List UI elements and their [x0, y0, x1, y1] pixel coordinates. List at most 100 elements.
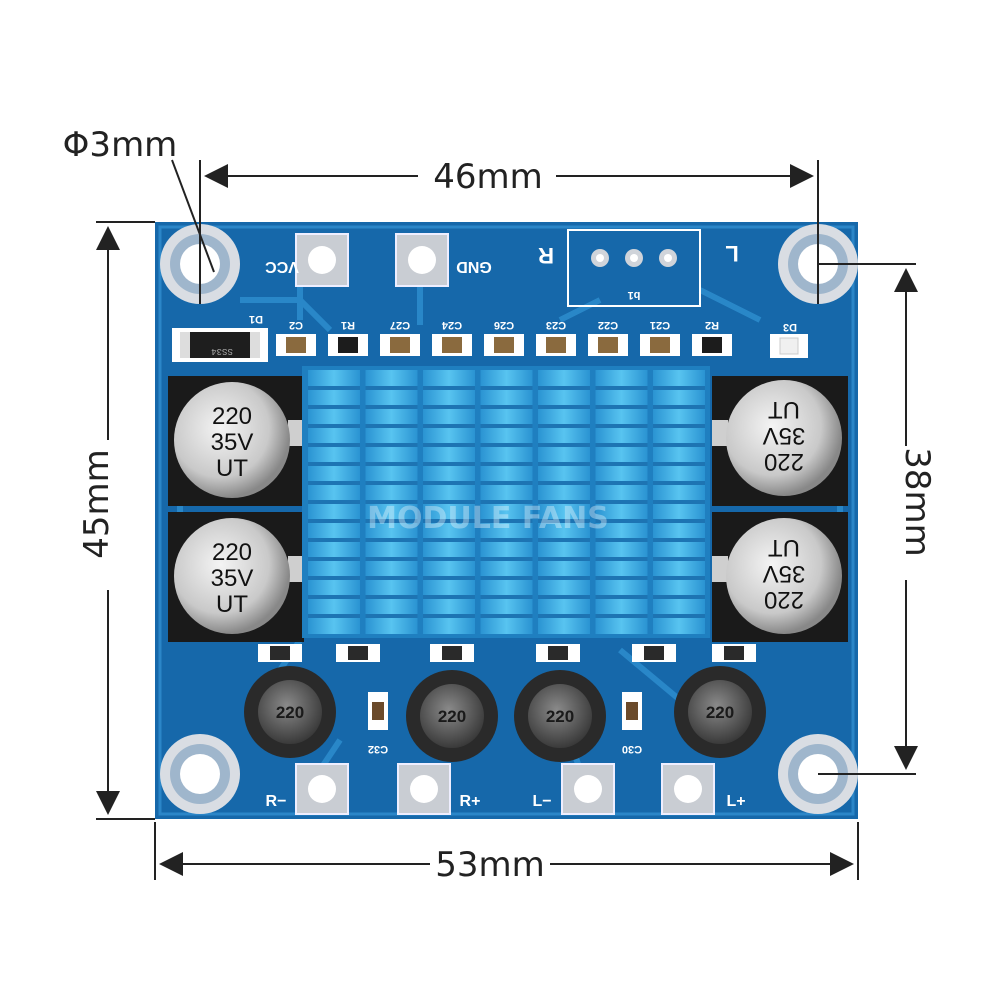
diode-d1 — [172, 328, 268, 362]
heatsink-fin-slot — [595, 443, 648, 447]
heatsink-fin-slot — [308, 595, 360, 599]
board-height-label: 45mm — [77, 449, 117, 559]
heatsink-fin-slot — [308, 576, 360, 580]
heatsink-fin-slot — [480, 557, 533, 561]
smd-component-label: R2 — [705, 319, 719, 331]
heatsink-fin-slot — [365, 500, 418, 504]
heatsink-fin-slot — [653, 538, 705, 542]
potentiometer-header — [567, 229, 701, 307]
heatsink-fin-slot — [538, 538, 590, 542]
cap-brand: UT — [768, 534, 800, 561]
heatsink-fin-slot — [595, 500, 648, 504]
heatsink-fin-slot — [480, 481, 533, 485]
board-width-label: 53mm — [435, 845, 545, 885]
heatsink-fin-slot — [423, 500, 475, 504]
smd-component-label: R1 — [341, 319, 355, 331]
smd-component — [598, 337, 618, 353]
heatsink-fin-slot — [365, 614, 418, 618]
capacitor-left-top: 220 35V UT — [168, 376, 304, 506]
r-plus-label: R+ — [460, 793, 481, 810]
heatsink-fin-slot — [480, 443, 533, 447]
heatsink-fin-slot — [595, 481, 648, 485]
c32-label: C32 — [368, 743, 388, 755]
gnd-pad — [395, 233, 449, 287]
watermark: MODULE FANS — [367, 501, 609, 536]
smd-component-label: C24 — [441, 319, 462, 331]
heatsink-fin-slot — [538, 557, 590, 561]
heatsink-fin-slot — [365, 386, 418, 390]
heatsink-fin-slot — [423, 614, 475, 618]
hole-spacing-x-label: 46mm — [433, 157, 543, 197]
cap-c32 — [368, 692, 388, 730]
heatsink-fin-slot — [538, 424, 590, 428]
heatsink-fin-slot — [423, 481, 475, 485]
heatsink-fin-slot — [538, 500, 590, 504]
heatsink-fin-slot — [653, 614, 705, 618]
heatsink-fin-slot — [595, 386, 648, 390]
heatsink-fin-slot — [595, 538, 648, 542]
cap-brand: UT — [768, 396, 800, 423]
heatsink-fin-slot — [365, 462, 418, 466]
heatsink-fin-slot — [538, 462, 590, 466]
vcc-label: VCC — [265, 258, 299, 275]
hole-diameter-label: Φ3mm — [63, 125, 178, 165]
heatsink-fin-slot — [653, 500, 705, 504]
heatsink-fin-slot — [365, 557, 418, 561]
cap-value: 220 — [764, 448, 804, 475]
cap-c30 — [622, 692, 642, 730]
heatsink-fin-slot — [480, 462, 533, 466]
heatsink-fin-slot — [480, 424, 533, 428]
smd-component — [546, 337, 566, 353]
bottom-smd-row — [258, 644, 756, 662]
heatsink-fin-slot — [653, 443, 705, 447]
heatsink-fin-slot — [365, 443, 418, 447]
pot-label: b1 — [628, 289, 641, 301]
heatsink-fin-slot — [480, 576, 533, 580]
smd-component — [494, 337, 514, 353]
capacitor-right-bottom: 220 35V UT — [712, 512, 848, 642]
heatsink-fin-slot — [653, 519, 705, 523]
heatsink-fin-slot — [538, 595, 590, 599]
c30-label: C30 — [622, 743, 642, 755]
heatsink-fin-slot — [365, 405, 418, 409]
heatsink-fin-slot — [423, 443, 475, 447]
inductor-label: 220 — [276, 703, 304, 722]
heatsink-fin-slot — [595, 595, 648, 599]
r-minus-label: R− — [266, 793, 287, 810]
diode-marking: SS34 — [211, 346, 233, 356]
heatsink-fin-slot — [423, 424, 475, 428]
d1-label: D1 — [249, 313, 263, 325]
heatsink-fin-slot — [365, 538, 418, 542]
smd-component-label: C21 — [650, 319, 670, 331]
heatsink-fin-slot — [365, 424, 418, 428]
heatsink-fin-slot — [653, 557, 705, 561]
inductor-label: 220 — [438, 707, 466, 726]
heatsink-fin-slot — [538, 443, 590, 447]
heatsink-fin-slot — [653, 576, 705, 580]
heatsink-fin-slot — [595, 424, 648, 428]
smd-component-label: C23 — [546, 319, 566, 331]
heatsink-fin-slot — [308, 462, 360, 466]
heatsink-fin-slot — [308, 538, 360, 542]
heatsink-fin-slot — [423, 519, 475, 523]
cap-brand: UT — [216, 455, 248, 482]
smd-component — [286, 337, 306, 353]
heatsink-fin-slot — [653, 481, 705, 485]
heatsink-fin-slot — [480, 500, 533, 504]
heatsink-fin-slot — [308, 443, 360, 447]
heatsink-fin-slot — [480, 386, 533, 390]
pad-l-plus — [661, 763, 715, 815]
heatsink-fin-slot — [595, 405, 648, 409]
heatsink-fin-slot — [365, 576, 418, 580]
heatsink-fin-slot — [653, 405, 705, 409]
inductor-label: 220 — [706, 703, 734, 722]
cap-voltage: 35V — [763, 560, 806, 587]
l-minus-label: L− — [532, 793, 551, 810]
heatsink — [302, 366, 710, 638]
d3-label: D3 — [783, 321, 797, 333]
inductor-4: 220 — [674, 666, 766, 758]
heatsink-fin-slot — [480, 538, 533, 542]
